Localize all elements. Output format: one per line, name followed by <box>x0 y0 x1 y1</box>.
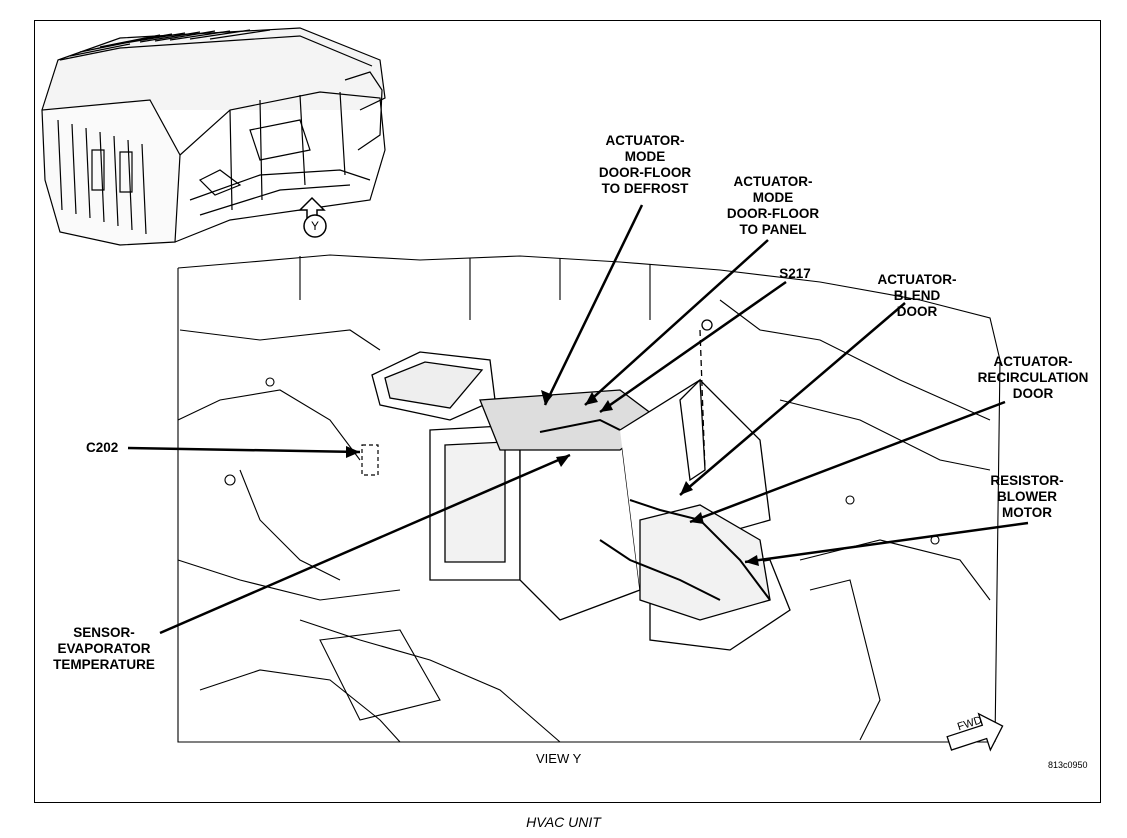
callout-blend-door: ACTUATOR- BLEND DOOR <box>877 272 957 319</box>
figure-frame <box>34 20 1101 803</box>
cab-inset-drawing <box>41 27 386 246</box>
leader-lines <box>127 204 1029 635</box>
callout-s217: S217 <box>779 266 811 281</box>
view-label: VIEW Y <box>536 751 582 766</box>
callout-c202: C202 <box>86 440 119 455</box>
callout-mode-door-floor-to-defrost: ACTUATOR- MODE DOOR-FLOOR TO DEFROST <box>598 133 692 196</box>
leader-arrowheads <box>346 390 759 566</box>
view-marker-letter: Y <box>310 219 319 233</box>
c202-connector-outline <box>361 444 379 476</box>
callout-recirculation-door: ACTUATOR- RECIRCULATION DOOR <box>977 354 1089 401</box>
figure-id: 813c0950 <box>1048 760 1088 770</box>
hvac-housing <box>371 319 791 651</box>
dash-structure <box>177 254 1001 743</box>
fwd-arrow <box>946 712 1004 752</box>
callout-resistor-blower-motor: RESISTOR- BLOWER MOTOR <box>990 473 1064 520</box>
callout-evaporator-temperature-sensor: SENSOR- EVAPORATOR TEMPERATURE <box>53 625 155 672</box>
callout-mode-door-floor-to-panel: ACTUATOR- MODE DOOR-FLOOR TO PANEL <box>726 174 820 237</box>
view-y-arrow <box>298 196 327 238</box>
figure-caption: HVAC UNIT <box>526 814 601 830</box>
